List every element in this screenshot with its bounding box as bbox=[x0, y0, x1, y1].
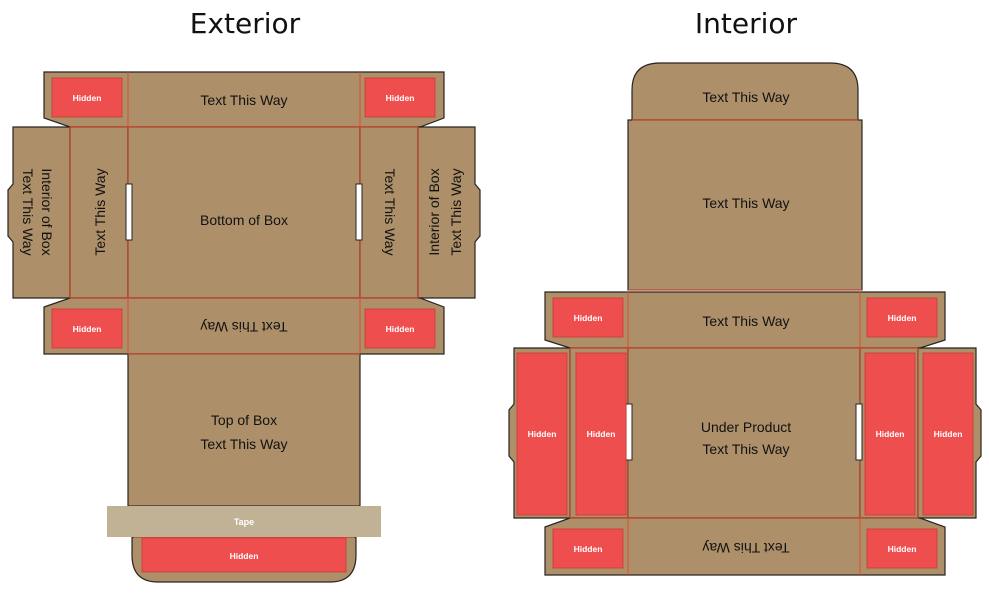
exterior-lid-panel bbox=[127, 353, 361, 507]
interior-hidden-label-bl: Hidden bbox=[574, 544, 603, 554]
interior-lid-panel bbox=[627, 119, 863, 291]
exterior-left-outer-text-1: Interior of Box bbox=[39, 168, 55, 255]
interior-hidden-top-left bbox=[552, 297, 624, 338]
interior-lower-flap-text: Text This Way bbox=[702, 540, 789, 556]
interior-title: Interior bbox=[695, 7, 798, 40]
exterior-lid-text-1: Top of Box bbox=[211, 412, 277, 428]
exterior-center-text: Bottom of Box bbox=[200, 212, 288, 228]
exterior-right-outer-text-2: Text This Way bbox=[448, 168, 464, 255]
exterior-hidden-top-left bbox=[51, 77, 123, 118]
exterior-hidden-bottom-right bbox=[364, 308, 436, 349]
interior-hidden-label-br: Hidden bbox=[888, 544, 917, 554]
exterior-left-outer-panel bbox=[7, 126, 71, 299]
interior-center-text-2: Text This Way bbox=[702, 441, 789, 457]
interior-hidden-bottom-right bbox=[866, 528, 938, 569]
interior-hidden-label-ro: Hidden bbox=[934, 429, 963, 439]
exterior-tape-strip bbox=[107, 506, 381, 537]
exterior-hidden-label-bl: Hidden bbox=[73, 324, 102, 334]
exterior-slot-left bbox=[125, 183, 133, 241]
interior-hidden-left-inner bbox=[575, 352, 627, 516]
interior-hidden-label-lo: Hidden bbox=[528, 429, 557, 439]
exterior-left-inner-text: Text This Way bbox=[92, 168, 108, 255]
exterior-hidden-bottom-left bbox=[51, 308, 123, 349]
interior-dieline: Interior bbox=[508, 7, 982, 576]
exterior-lid-text-2: Text This Way bbox=[200, 436, 287, 452]
exterior-hidden-top-right bbox=[364, 77, 436, 118]
exterior-lower-flap-text: Text This Way bbox=[200, 319, 287, 335]
exterior-title: Exterior bbox=[190, 7, 301, 40]
exterior-hidden-label-tr: Hidden bbox=[386, 93, 415, 103]
exterior-hidden-tuck bbox=[141, 537, 347, 573]
interior-hidden-label-li: Hidden bbox=[587, 429, 616, 439]
interior-fold-lines bbox=[569, 119, 919, 575]
interior-hidden-left-outer bbox=[516, 352, 568, 516]
interior-top-tab-text: Text This Way bbox=[702, 89, 789, 105]
exterior-tape-label: Tape bbox=[234, 517, 254, 527]
interior-hidden-label-ri: Hidden bbox=[876, 429, 905, 439]
exterior-right-inner-text: Text This Way bbox=[382, 168, 398, 255]
interior-hidden-right-outer bbox=[922, 352, 974, 516]
interior-top-tab bbox=[631, 62, 859, 121]
interior-center-text-1: Under Product bbox=[701, 419, 791, 435]
exterior-hidden-label-tl: Hidden bbox=[73, 93, 102, 103]
exterior-hidden-label-br: Hidden bbox=[386, 324, 415, 334]
exterior-right-inner-panel bbox=[359, 126, 419, 299]
exterior-right-outer-text-1: Interior of Box bbox=[426, 168, 442, 255]
interior-hidden-label-tl: Hidden bbox=[574, 313, 603, 323]
interior-hidden-right-inner bbox=[864, 352, 916, 516]
exterior-hidden-label-tuck: Hidden bbox=[230, 551, 259, 561]
exterior-slot-right bbox=[355, 183, 363, 241]
interior-slot-right bbox=[855, 403, 863, 461]
exterior-left-inner-panel bbox=[69, 126, 129, 299]
interior-hidden-top-right bbox=[866, 297, 938, 338]
interior-slot-left bbox=[625, 403, 633, 461]
exterior-top-flap-text: Text This Way bbox=[200, 92, 287, 108]
exterior-dieline: Exterior bbox=[7, 7, 481, 583]
interior-upper-flap-text: Text This Way bbox=[702, 313, 789, 329]
interior-center-panel bbox=[627, 347, 861, 519]
exterior-right-outer-panel bbox=[417, 126, 481, 299]
interior-lid-text: Text This Way bbox=[702, 195, 789, 211]
interior-hidden-label-tr: Hidden bbox=[888, 313, 917, 323]
exterior-left-outer-text-2: Text This Way bbox=[20, 168, 36, 255]
interior-hidden-bottom-left bbox=[552, 528, 624, 569]
